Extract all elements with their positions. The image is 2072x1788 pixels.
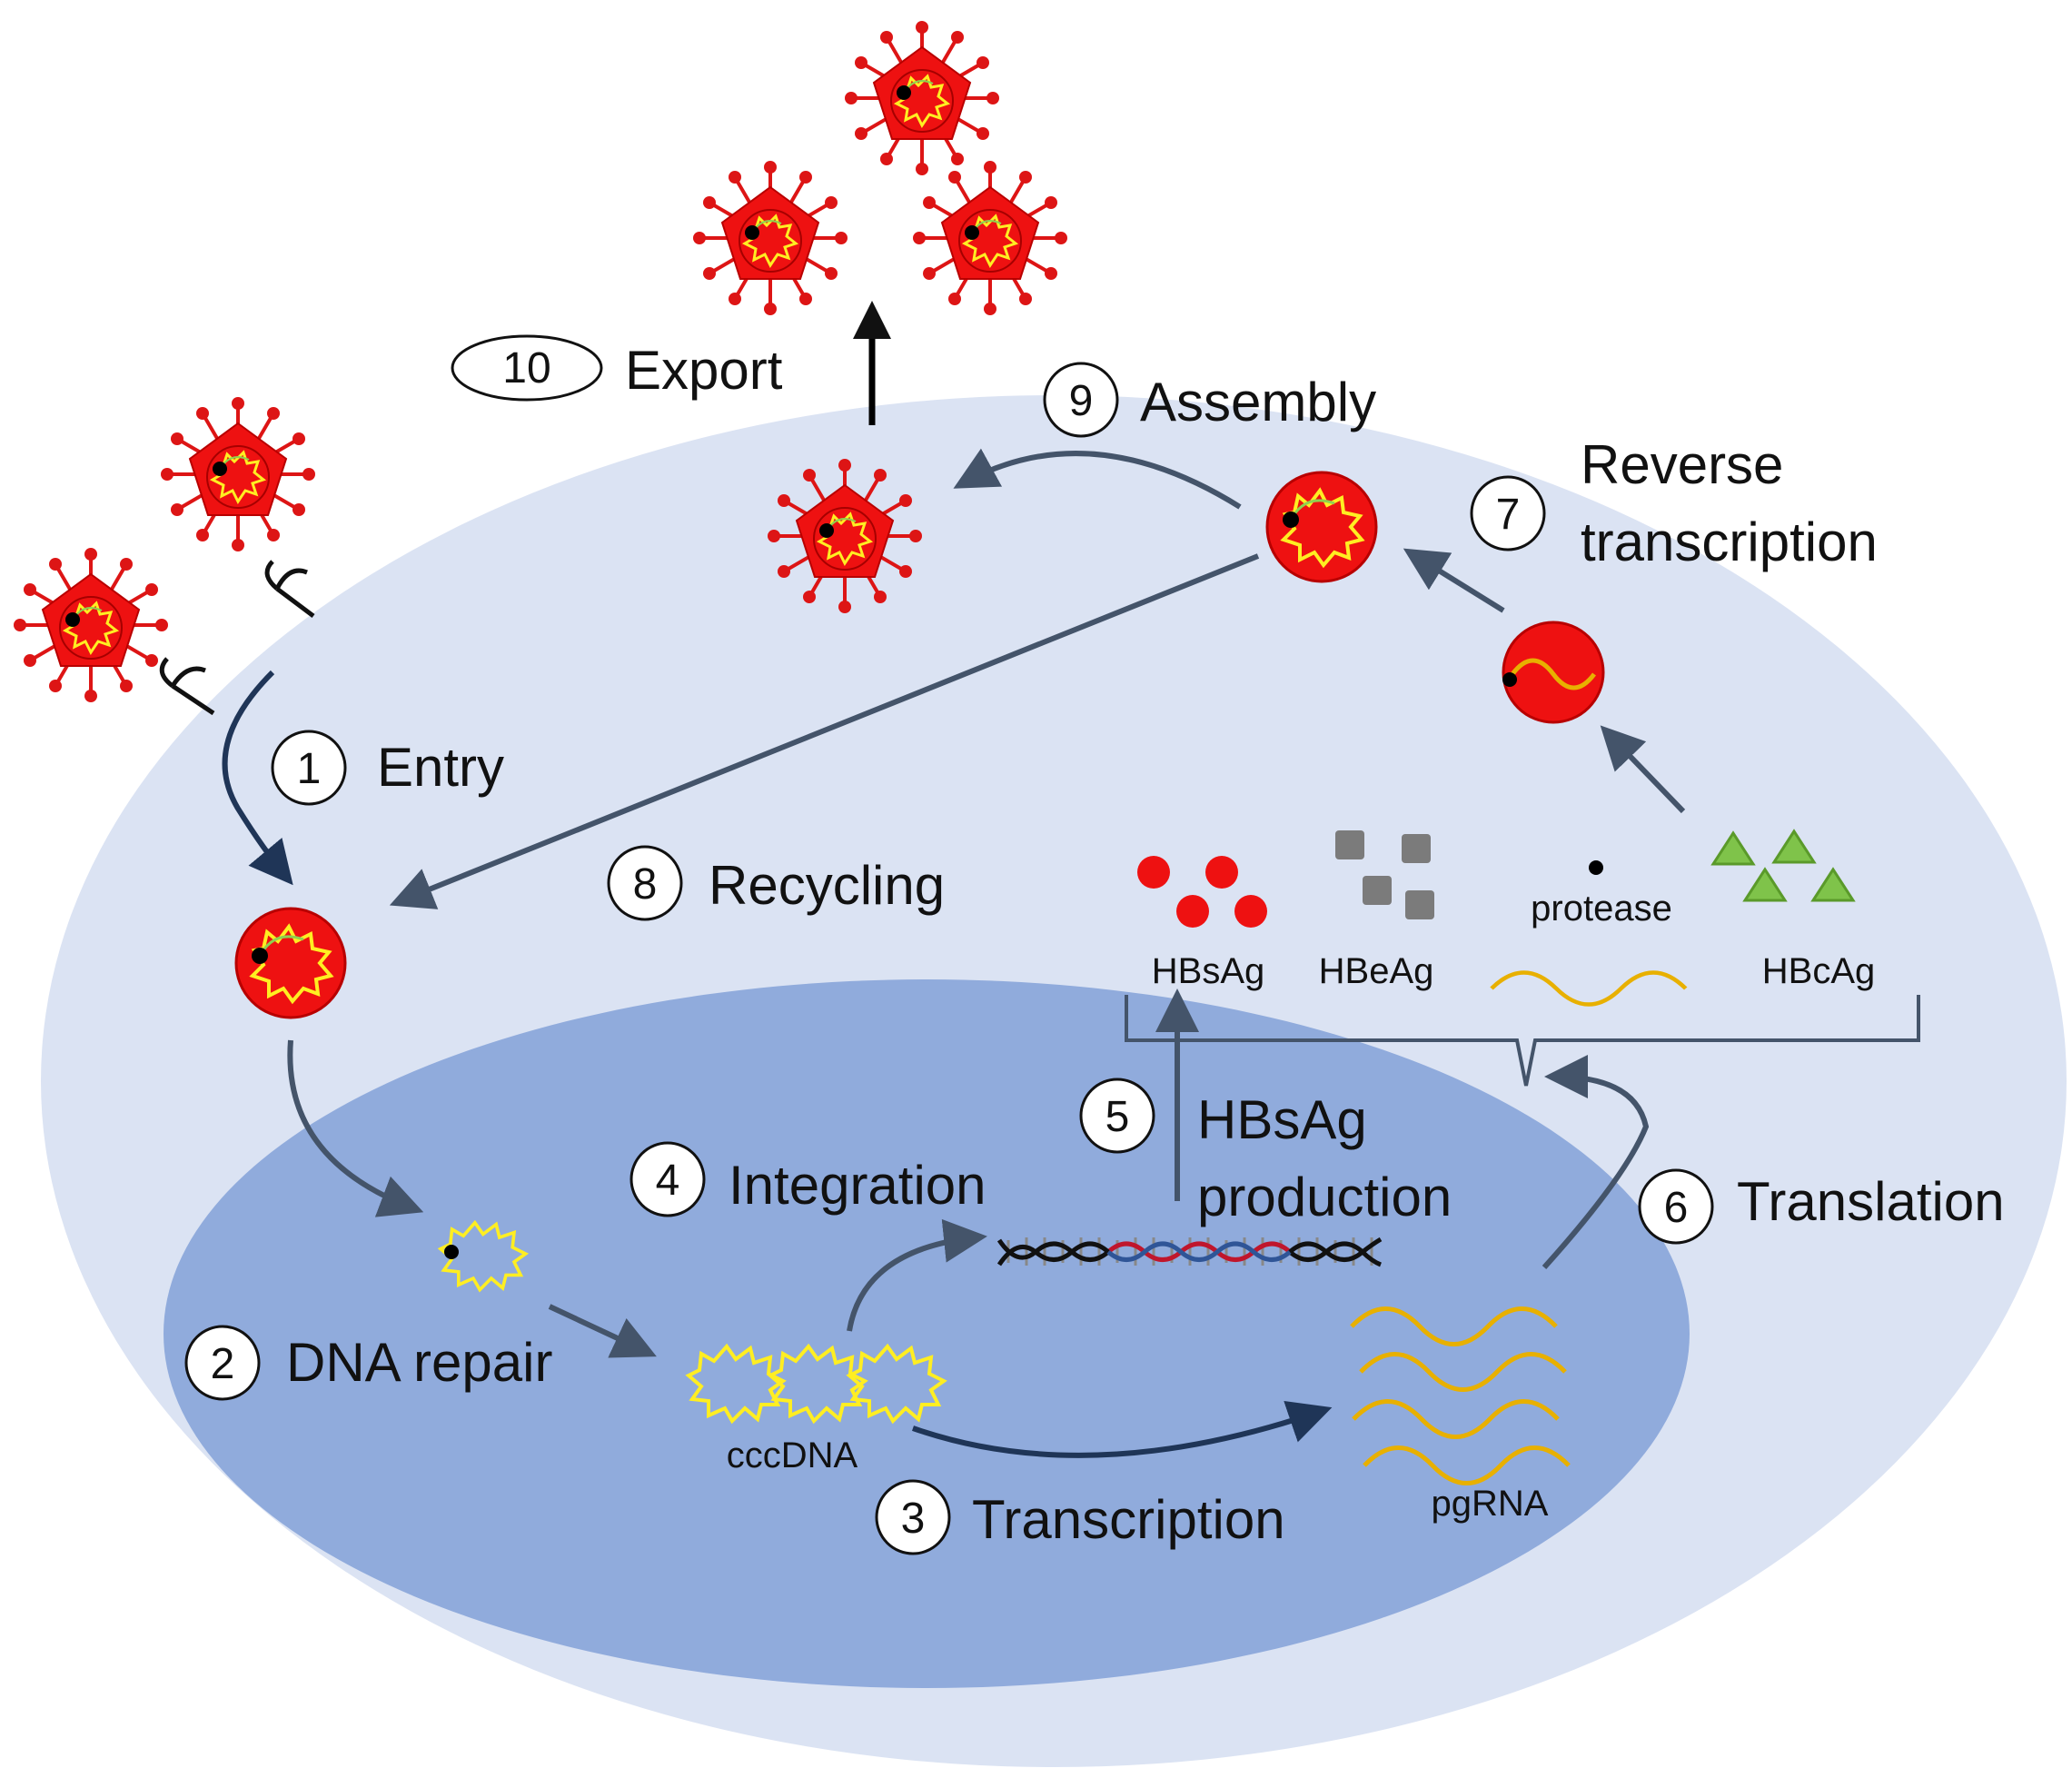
step-9-badge: [1043, 362, 1119, 438]
step-10-badge: [451, 334, 603, 402]
step-7-number: 7: [1496, 491, 1521, 539]
step-2-label: DNA repair: [286, 1332, 552, 1393]
receptor: [264, 560, 315, 618]
incoming-virion: [159, 395, 317, 553]
step-4-label: Integration: [729, 1155, 986, 1216]
receptor: [159, 657, 215, 716]
cytoplasmic-capsid: [234, 907, 347, 1019]
integration-arrow: [847, 1218, 987, 1332]
capsid-polymerase: [1502, 672, 1517, 687]
step-10-label: Export: [625, 340, 783, 401]
exported-virion: [691, 159, 849, 317]
step-10-number: 10: [502, 344, 550, 392]
step-6-badge: [1638, 1168, 1714, 1245]
integrated-host-dna: [996, 1237, 1383, 1267]
step-5-label-line1: HBsAg: [1197, 1089, 1367, 1150]
step-5-number: 5: [1105, 1093, 1130, 1141]
dna-repair-arrow: [548, 1304, 657, 1358]
step-2-badge: [184, 1325, 261, 1401]
protease-dot: [1589, 860, 1603, 875]
step-2-number: 2: [211, 1340, 235, 1388]
hbeag-particles: [1335, 830, 1434, 919]
step-3-label: Transcription: [972, 1489, 1285, 1550]
step-8-badge: [607, 845, 683, 921]
reverse-transcription-arrow: [1403, 548, 1505, 613]
nucleus: [164, 979, 1690, 1688]
capsid-pgrna: [1511, 658, 1596, 690]
step-9-number: 9: [1069, 377, 1094, 425]
step-5-badge: [1079, 1078, 1155, 1154]
step-4-badge: [630, 1141, 706, 1217]
encapsidation-arrow: [1600, 725, 1686, 814]
step-4-number: 4: [656, 1157, 680, 1205]
products-bracket: [1125, 995, 1920, 1087]
step-8-label: Recycling: [709, 855, 945, 916]
step-1-label: Entry: [377, 737, 504, 798]
nuclear-import-arrow: [287, 1039, 424, 1217]
step-9-label: Assembly: [1140, 372, 1376, 432]
step-1-number: 1: [297, 745, 322, 793]
exported-virion: [843, 19, 1001, 177]
step-8-number: 8: [633, 860, 658, 909]
assembly-arrow: [953, 448, 1242, 510]
step-3-number: 3: [901, 1495, 926, 1543]
hbcag-label: HBcAg: [1762, 951, 1876, 991]
incoming-virion: [12, 546, 170, 704]
step-1-badge: [271, 730, 347, 806]
step-7-label-line1: Reverse: [1581, 434, 1783, 495]
hbsag-particles: [1137, 856, 1267, 928]
entry-arrow: [222, 670, 293, 886]
step-7-badge: [1470, 475, 1546, 551]
recycling-arrow: [389, 553, 1260, 909]
hbsag-label: HBsAg: [1152, 951, 1265, 991]
pgrna-label: pgRNA: [1432, 1484, 1549, 1524]
step-7-label-line2: transcription: [1581, 512, 1878, 572]
step-3-badge: [875, 1479, 951, 1555]
mature-nucleocapsid: [1265, 471, 1378, 583]
step-6-label: Translation: [1737, 1171, 2005, 1232]
hbcag-particles: [1710, 829, 1856, 902]
cccdna-label: cccDNA: [727, 1435, 858, 1475]
step-5-label-line2: production: [1197, 1167, 1452, 1227]
exported-virion: [911, 159, 1069, 317]
transcription-arrow: [912, 1400, 1333, 1458]
translation-arrow: [1542, 1055, 1650, 1270]
step-6-number: 6: [1664, 1184, 1689, 1232]
protease-label: protease: [1531, 889, 1672, 929]
rcdna-polymerase: [444, 1245, 459, 1259]
hbeag-label: HBeAg: [1319, 951, 1434, 991]
